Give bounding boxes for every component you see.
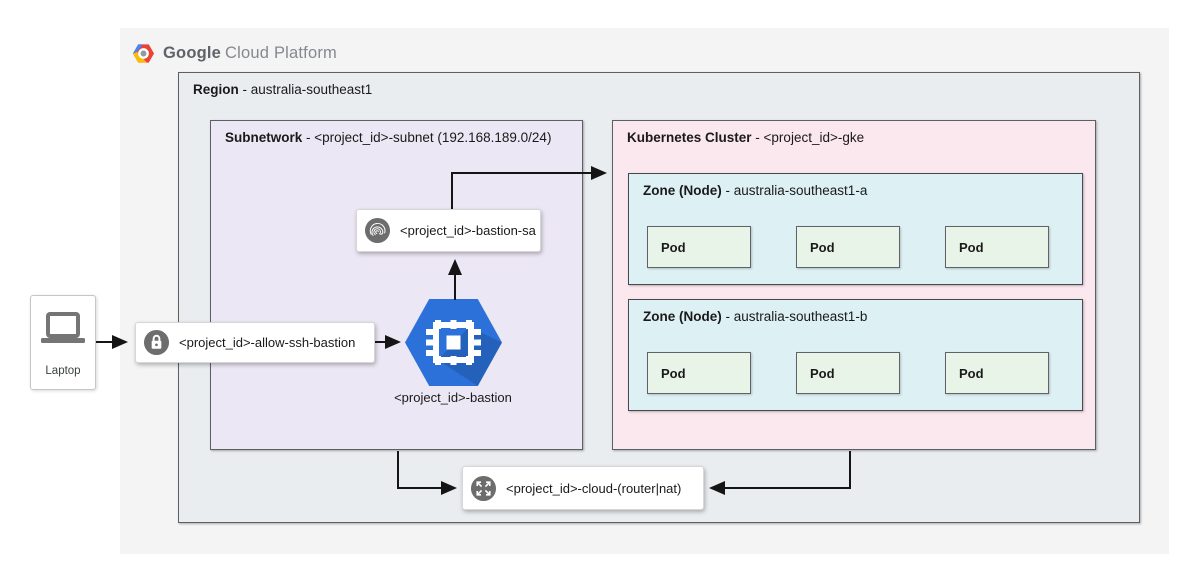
cloud-router-nat-node: <project_id>-cloud-(router|nat) [462,466,704,510]
pod: Pod [796,226,900,268]
zone-node-b: Zone (Node) - australia-southeast1-b Pod… [628,299,1083,411]
laptop-label: Laptop [45,365,81,377]
laptop-icon [37,312,89,348]
region-label: Region - australia-southeast1 [193,82,373,97]
firewall-rule-node: <project_id>-allow-ssh-bastion [135,322,375,363]
kubernetes-cluster-label: Kubernetes Cluster - <project_id>-gke [627,130,865,145]
brand-google: Google [163,43,222,62]
gcp-hexagon-logo-icon [132,42,155,65]
zone-b-label: Zone (Node) - australia-southeast1-b [643,309,868,324]
bastion-node-label: <project_id>-bastion [394,390,512,405]
cloud-router-nat-label: <project_id>-cloud-(router|nat) [506,480,682,496]
router-arrows-icon [470,475,497,502]
pod: Pod [647,226,751,268]
firewall-rule-label: <project_id>-allow-ssh-bastion [179,335,356,350]
laptop-node: Laptop [30,295,96,390]
fingerprint-icon [364,217,391,244]
brand-cloud-platform: Cloud Platform [225,43,337,62]
pod: Pod [945,226,1049,268]
lock-icon [143,329,170,356]
kubernetes-cluster-container: Kubernetes Cluster - <project_id>-gke Zo… [612,120,1096,450]
pod: Pod [647,352,751,394]
compute-engine-hexagon-icon [405,299,502,386]
zone-node-a: Zone (Node) - australia-southeast1-a Pod… [628,173,1083,285]
pod: Pod [796,352,900,394]
service-account-label: <project_id>-bastion-sa [400,223,536,238]
zone-a-label: Zone (Node) - australia-southeast1-a [643,183,868,198]
pod: Pod [945,352,1049,394]
bastion-compute-node [405,299,502,386]
subnetwork-label: Subnetwork - <project_id>-subnet (192.16… [225,130,552,145]
service-account-node: <project_id>-bastion-sa [356,209,541,252]
